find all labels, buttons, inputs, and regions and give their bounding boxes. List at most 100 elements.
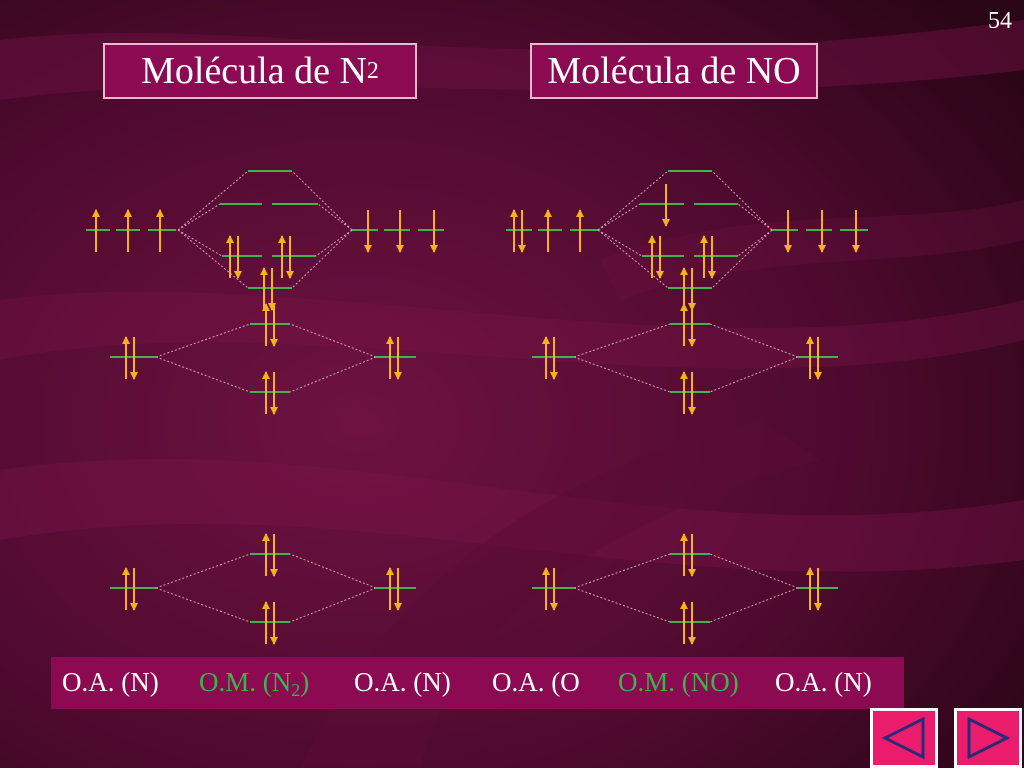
orbital-connector-60 <box>155 553 251 589</box>
orbital-connector-91 <box>597 203 641 231</box>
orbital-label-3: O.A. (O <box>492 667 580 697</box>
orbital-label-bar: O.A. (N) O.M. (N2) O.A. (N) O.A. (O O.M. (NO… <box>51 657 904 709</box>
electron-up-arrow-20 <box>278 235 286 243</box>
orbital-connector-24 <box>177 170 249 231</box>
orbital-connector-95 <box>737 203 773 231</box>
orbital-connector-44 <box>155 323 251 358</box>
orbital-connector-46 <box>289 323 377 358</box>
electron-down-arrow-109 <box>688 407 696 415</box>
electron-up-arrow-121 <box>680 533 688 541</box>
electron-down-arrow-37 <box>394 372 402 380</box>
electron-down-arrow-50 <box>130 603 138 611</box>
orbital-connector-28 <box>291 170 353 231</box>
orbital-connector-25 <box>177 203 221 231</box>
electron-up-arrow-99 <box>542 336 550 344</box>
electron-up-arrow-118 <box>806 567 814 575</box>
orbital-connector-63 <box>289 587 377 623</box>
electron-down-arrow-9 <box>364 245 372 253</box>
electron-down-arrow-59 <box>270 637 278 645</box>
electron-down-arrow-106 <box>688 339 696 347</box>
electron-down-arrow-34 <box>130 372 138 380</box>
electron-up-arrow-18 <box>226 235 234 243</box>
triangle-left-icon <box>881 716 925 760</box>
orbital-connector-93 <box>597 229 669 289</box>
electron-up-arrow-88 <box>680 267 688 275</box>
orbital-connector-113 <box>709 356 799 393</box>
orbital-connector-111 <box>573 356 671 393</box>
orbital-connector-62 <box>289 553 377 589</box>
electron-down-arrow-122 <box>688 569 696 577</box>
electron-down-arrow-43 <box>270 407 278 415</box>
electron-up-arrow-124 <box>680 601 688 609</box>
electron-down-arrow-10 <box>396 245 404 253</box>
electron-down-arrow-19 <box>234 271 242 279</box>
electron-up-arrow-69 <box>544 209 552 217</box>
orbital-connector-47 <box>289 356 377 393</box>
orbital-connector-110 <box>573 323 671 358</box>
title-no-molecule: Molécula de NO <box>530 43 818 99</box>
orbital-connector-96 <box>737 229 773 257</box>
title-no-text: Molécula de NO <box>547 50 801 92</box>
page-number: 54 <box>988 8 1012 34</box>
title-n2-subscript: 2 <box>366 57 379 84</box>
electron-up-arrow-49 <box>122 567 130 575</box>
orbital-label-2: O.A. (N) <box>354 667 451 697</box>
orbital-connector-127 <box>573 587 671 623</box>
electron-down-arrow-85 <box>656 271 664 279</box>
electron-up-arrow-39 <box>262 303 270 311</box>
electron-down-arrow-87 <box>708 271 716 279</box>
title-n2-text: Molécula de N <box>141 50 367 92</box>
electron-up-arrow-55 <box>262 533 270 541</box>
orbital-label-5: O.A. (N) <box>775 667 872 697</box>
orbital-label-1: O.M. (N2) <box>199 667 310 700</box>
electron-up-arrow-4 <box>124 209 132 217</box>
electron-down-arrow-74 <box>784 245 792 253</box>
electron-up-arrow-58 <box>262 601 270 609</box>
orbital-connector-128 <box>709 553 799 589</box>
electron-up-arrow-3 <box>92 209 100 217</box>
orbital-connector-26 <box>177 229 223 257</box>
electron-up-arrow-5 <box>156 209 164 217</box>
previous-slide-button[interactable] <box>870 708 938 768</box>
orbital-connector-112 <box>709 323 799 358</box>
orbital-connector-126 <box>573 553 671 589</box>
orbital-connector-30 <box>315 229 353 257</box>
electron-up-arrow-105 <box>680 303 688 311</box>
electron-down-arrow-103 <box>814 372 822 380</box>
electron-down-arrow-116 <box>550 603 558 611</box>
orbital-label-4: O.M. (NO) <box>618 667 739 697</box>
orbital-connector-94 <box>711 170 773 231</box>
electron-up-arrow-33 <box>122 336 130 344</box>
electron-up-arrow-70 <box>576 209 584 217</box>
electron-down-arrow-21 <box>286 271 294 279</box>
electron-up-arrow-102 <box>806 336 814 344</box>
electron-up-arrow-86 <box>700 235 708 243</box>
orbital-connector-129 <box>709 587 799 623</box>
orbital-connector-92 <box>597 229 643 257</box>
electron-up-arrow-42 <box>262 371 270 379</box>
electron-up-arrow-108 <box>680 371 688 379</box>
orbital-connector-27 <box>177 229 249 289</box>
orbital-connector-31 <box>291 229 353 289</box>
electron-down-arrow-125 <box>688 637 696 645</box>
electron-down-arrow-100 <box>550 372 558 380</box>
electron-up-arrow-22 <box>260 267 268 275</box>
electron-down-arrow-76 <box>852 245 860 253</box>
electron-down-arrow-56 <box>270 569 278 577</box>
orbital-connector-61 <box>155 587 251 623</box>
electron-down-arrow-53 <box>394 603 402 611</box>
orbital-connector-97 <box>711 229 773 289</box>
orbital-label-0: O.A. (N) <box>62 667 159 697</box>
electron-down-arrow-119 <box>814 603 822 611</box>
electron-up-arrow-84 <box>648 235 656 243</box>
next-slide-button[interactable] <box>954 708 1022 768</box>
electron-down-arrow-80 <box>662 219 670 227</box>
electron-down-arrow-68 <box>518 245 526 253</box>
orbital-connector-29 <box>317 203 353 231</box>
electron-up-arrow-36 <box>386 336 394 344</box>
electron-down-arrow-11 <box>430 245 438 253</box>
electron-up-arrow-52 <box>386 567 394 575</box>
electron-down-arrow-75 <box>818 245 826 253</box>
